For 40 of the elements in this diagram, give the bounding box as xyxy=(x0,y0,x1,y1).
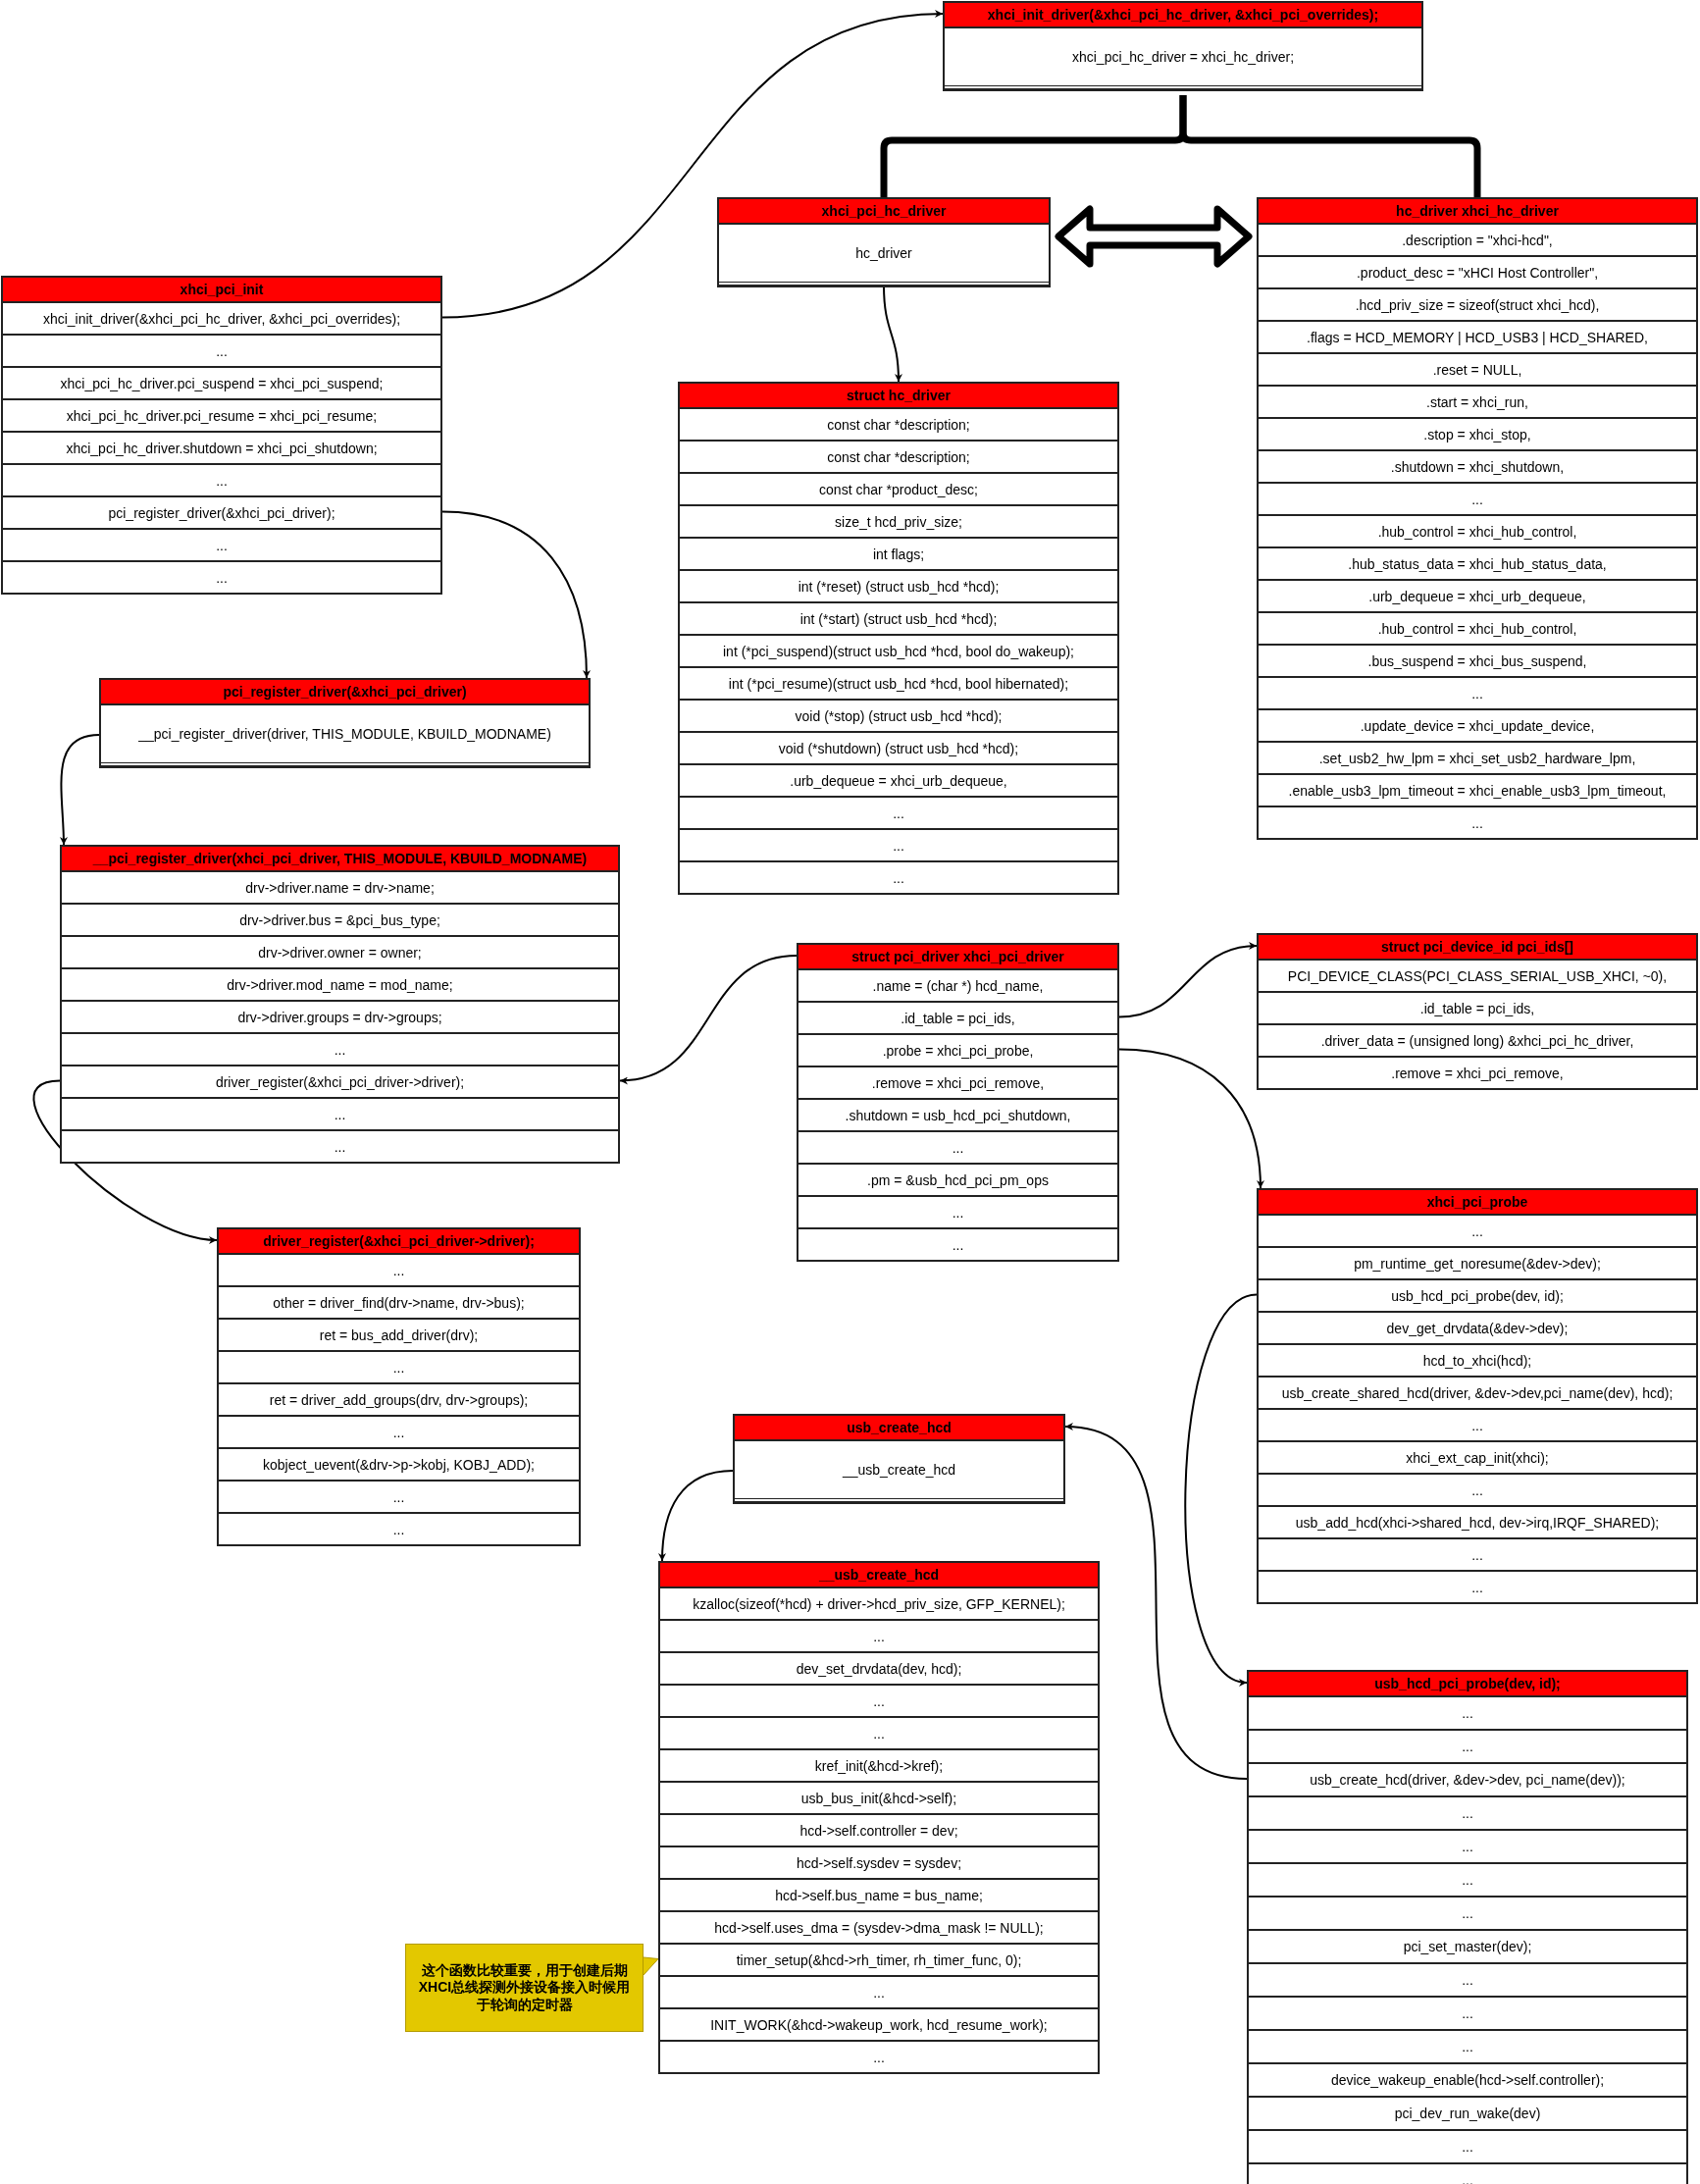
arrow xyxy=(33,1079,218,1243)
function-table xyxy=(678,382,1119,895)
table-header: xhci_pci_hc_driver xyxy=(719,199,1049,223)
function-table xyxy=(943,1,1423,91)
function-table xyxy=(1247,1670,1688,2184)
table-header: usb_create_hcd xyxy=(735,1416,1063,1439)
table-header: struct pci_driver xhci_pci_driver xyxy=(798,945,1117,968)
table-header: pci_register_driver(&xhci_pci_driver) xyxy=(101,680,589,703)
arrow xyxy=(441,10,944,319)
function-table xyxy=(658,1561,1100,2074)
function-table xyxy=(217,1227,581,1546)
arrow xyxy=(441,510,591,679)
function-table xyxy=(717,197,1051,287)
function-table xyxy=(99,678,591,768)
arrow xyxy=(619,955,798,1084)
function-table xyxy=(1257,1188,1698,1604)
table-header: __usb_create_hcd xyxy=(660,1563,1098,1586)
arrow xyxy=(59,734,100,846)
table-header: usb_hcd_pci_probe(dev, id); xyxy=(1249,1672,1686,1695)
arrow xyxy=(1118,1048,1264,1189)
table-header: xhci_pci_init xyxy=(3,278,440,301)
table-header: __pci_register_driver(xhci_pci_driver, THIS_MODULE, KBUILD_MODNAME) xyxy=(62,847,618,870)
function-table xyxy=(1257,197,1698,840)
function-table xyxy=(1257,933,1698,1090)
function-table xyxy=(60,845,620,1164)
table-header: struct hc_driver xyxy=(680,384,1117,407)
table-header: xhci_pci_probe xyxy=(1259,1190,1696,1214)
arrow xyxy=(1184,1293,1258,1684)
function-table xyxy=(1,276,442,595)
arrow xyxy=(1118,942,1258,1018)
table-header: hc_driver xhci_hc_driver xyxy=(1259,199,1696,223)
table-header: driver_register(&xhci_pci_driver->driver); xyxy=(219,1229,579,1253)
arrow xyxy=(1064,1424,1248,1780)
function-table xyxy=(797,943,1119,1262)
double-arrow xyxy=(1055,205,1253,268)
arrow xyxy=(658,1470,734,1562)
table-header: xhci_init_driver(&xhci_pci_hc_driver, &xhci_pci_overrides); xyxy=(945,3,1421,26)
note-callout: 这个函数比较重要，用于创建后期XHCI总线探测外接设备接入时候用于轮询的定时器 xyxy=(405,1944,644,2032)
table-header: struct pci_device_id pci_ids[] xyxy=(1259,935,1696,959)
function-table xyxy=(733,1414,1065,1504)
